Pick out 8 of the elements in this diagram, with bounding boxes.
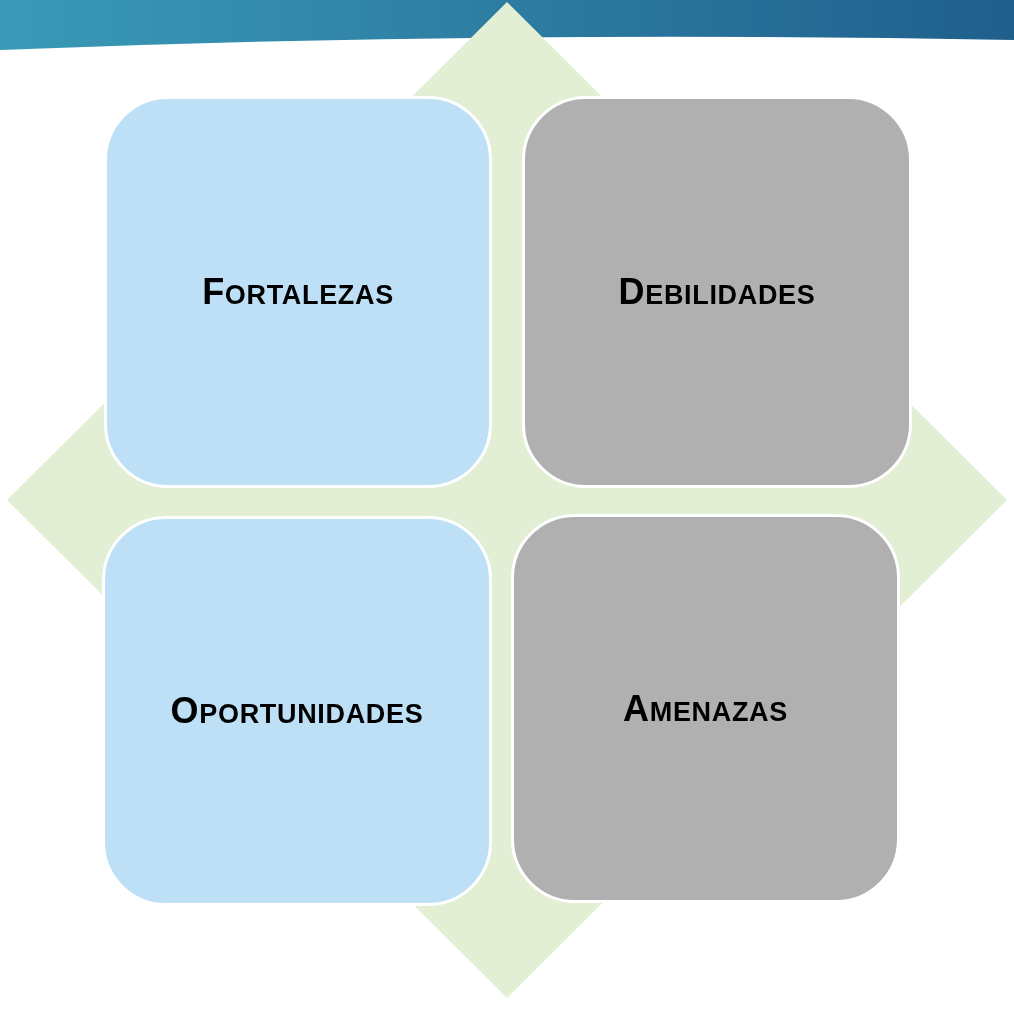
quadrant-title: FORTALEZAS xyxy=(202,270,394,314)
quadrant-box xyxy=(104,96,492,488)
quadrant-box xyxy=(102,516,492,906)
quadrant-title: DEBILIDADES xyxy=(618,270,816,314)
quadrant-title: OPORTUNIDADES xyxy=(170,689,424,733)
quadrant-box xyxy=(511,514,900,903)
quadrant-title: AMENAZAS xyxy=(623,686,788,731)
quadrant-box xyxy=(522,96,912,488)
